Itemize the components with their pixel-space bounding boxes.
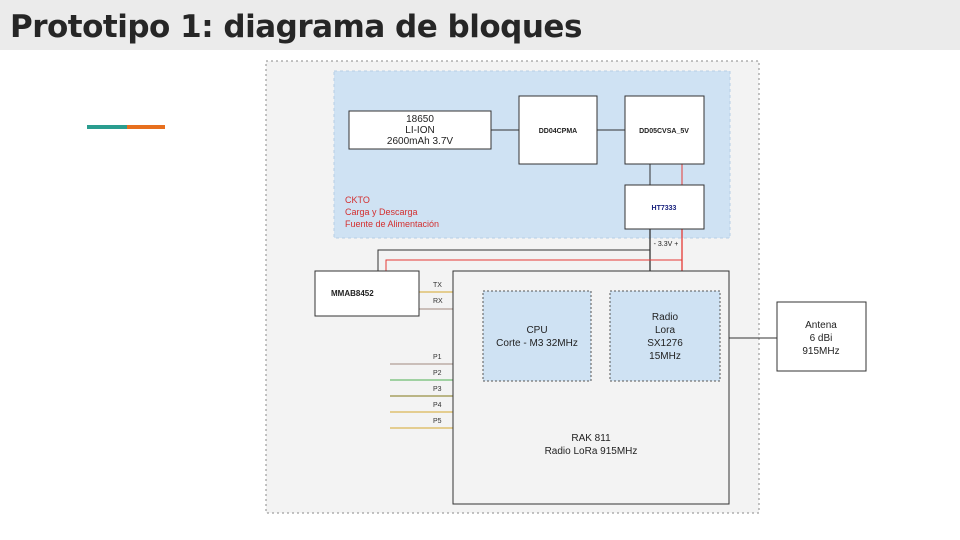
battery-line-1: 18650 [406,114,434,125]
mmab8452-label: MMAB8452 [331,289,374,298]
mmab8452-block [314,270,420,317]
dd05cvsa-block [624,95,705,165]
pin-label-p5: P5 [433,418,442,425]
cpu-line-2: Corte - M3 32MHz [496,338,578,349]
title-bar: Prototipo 1: diagrama de bloques [0,0,960,50]
ht7333-block [624,184,705,230]
dd05cvsa-label: DD05CVSA_5V [639,128,689,135]
battery-block [348,110,492,150]
cpu-line-1: CPU [526,325,547,336]
rx-label: RX [433,298,443,305]
antenna-line-1: Antena [805,320,837,331]
radio-line-4: 15MHz [649,351,681,362]
cpu-block [482,290,592,382]
pin-label-p2: P2 [433,370,442,377]
accent-bar-orange [127,125,165,129]
rak811-line-1: RAK 811 [571,433,611,444]
pin-label-p1: P1 [433,354,442,361]
voltage-label: - 3.3V + [654,241,679,248]
accent-bar-teal [87,125,127,129]
pin-label-p4: P4 [433,402,442,409]
power-note-line-2: Carga y Descarga [345,207,418,217]
antenna-line-3: 915MHz [802,346,839,357]
wire-vcc-mmab [385,259,682,271]
rak811-line-2: Radio LoRa 915MHz [545,446,638,457]
ht7333-label: HT7333 [652,205,677,212]
dd04cpma-label: DD04CPMA [539,128,578,135]
pin-label-p3: P3 [433,386,442,393]
slide-title: Prototipo 1: diagrama de bloques [10,9,582,45]
antenna-block [776,301,867,372]
radio-line-1: Radio [652,312,679,323]
radio-line-3: SX1276 [647,338,683,349]
wire-gnd-mmab [377,249,650,271]
radio-block [609,290,721,382]
tx-label: TX [433,282,442,289]
antenna-line-2: 6 dBi [810,333,833,344]
wires [377,129,777,429]
power-note-line-3: Fuente de Alimentación [345,219,439,229]
battery-line-2: LI-ION [405,125,434,136]
power-note-line-1: CKTO [345,195,370,205]
radio-line-2: Lora [655,325,675,336]
battery-line-3: 2600mAh 3.7V [387,136,453,147]
dd04cpma-block [518,95,598,165]
